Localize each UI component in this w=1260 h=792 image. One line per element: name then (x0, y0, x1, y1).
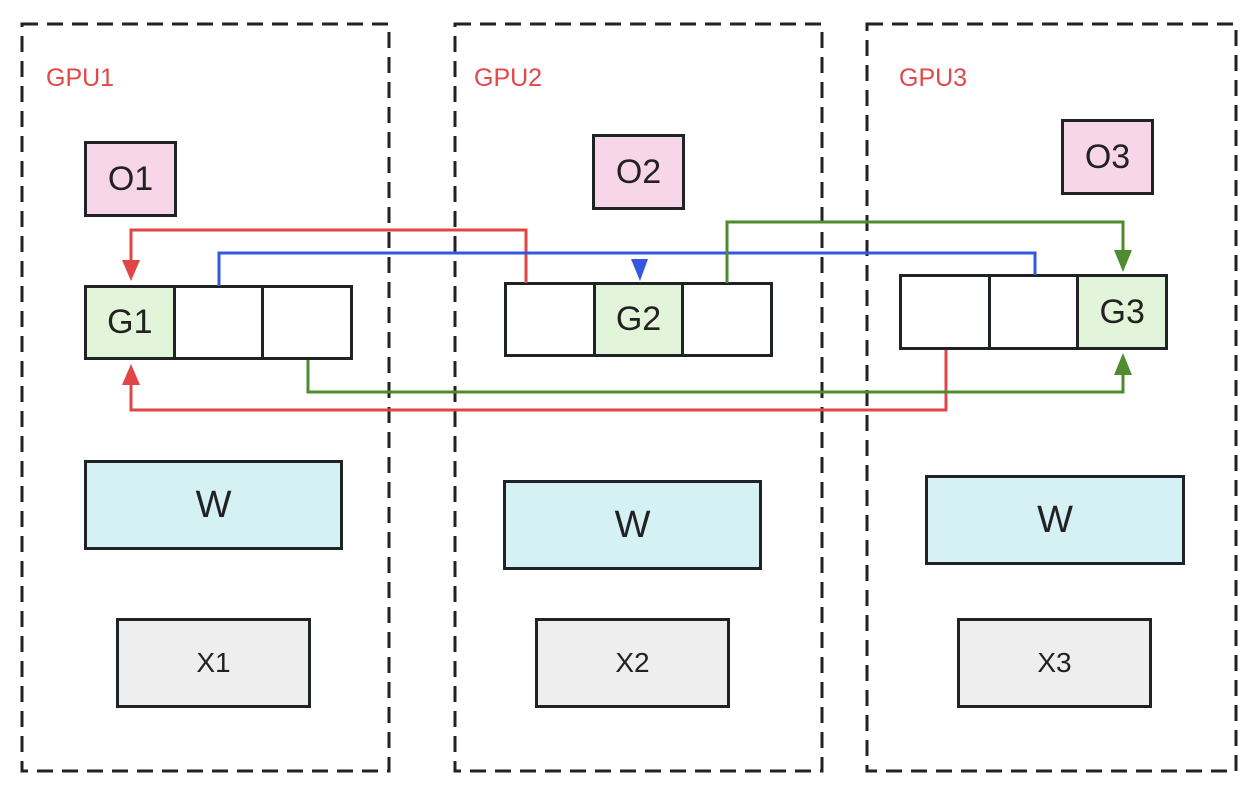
gpu1-grad-cell-1: G1 (87, 288, 173, 357)
gpu2-weight-box: W (503, 480, 762, 570)
gpu3-grad-cell-3: G3 (1076, 277, 1166, 347)
gpu3-weight-box: W (925, 475, 1185, 565)
gpu1-weight-box: W (84, 460, 343, 550)
gpu2-data-box: X2 (535, 618, 730, 708)
gpu3-label: GPU3 (899, 64, 968, 92)
gpu1-gradient-row: G1 (84, 285, 353, 360)
gpu2-gradient-row: G2 (504, 282, 773, 357)
gpu2-optimizer-box: O2 (592, 134, 685, 210)
gpu2-grad-cell-2: G2 (592, 285, 682, 354)
gpu2-grad-cell-1 (507, 285, 593, 354)
gpu3-grad-cell-2 (987, 277, 1077, 347)
gpu1-grad-cell-2 (172, 288, 262, 357)
gpu1-data-box: X1 (116, 618, 311, 708)
gpu1-label: GPU1 (46, 64, 115, 92)
gpu3-gradient-row: G3 (899, 274, 1168, 350)
gpu3-optimizer-box: O3 (1061, 119, 1154, 195)
gpu1-grad-cell-3 (261, 288, 350, 357)
gpu1-optimizer-box: O1 (84, 141, 177, 217)
gpu3-data-box: X3 (957, 618, 1152, 708)
gpu3-grad-cell-1 (902, 277, 988, 347)
gpu2-grad-cell-3 (681, 285, 770, 354)
gpu2-label: GPU2 (474, 64, 543, 92)
